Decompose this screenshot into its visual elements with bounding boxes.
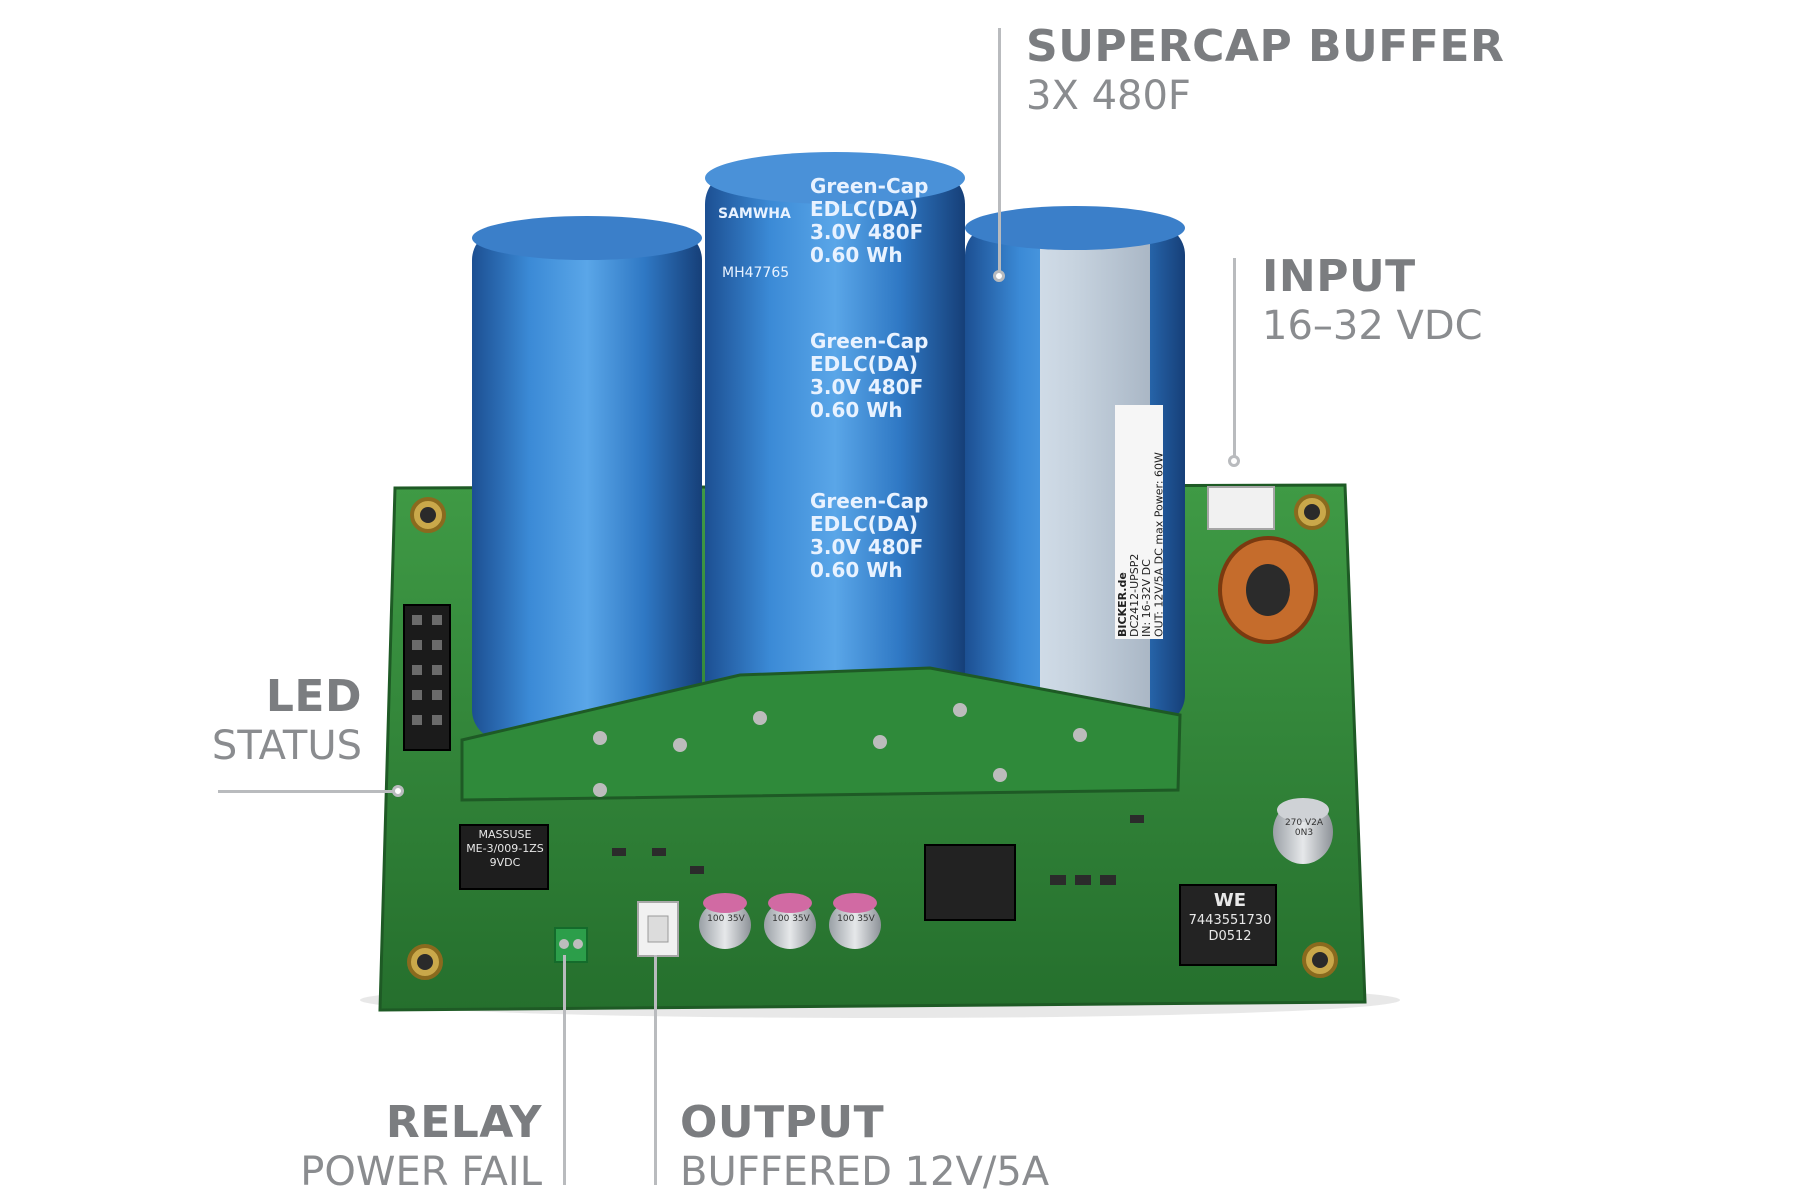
power-inductor-left — [924, 844, 1016, 921]
leader-supercap — [998, 28, 1001, 278]
cap-energy: 0.60 Wh — [810, 558, 903, 582]
electrolytic-caps — [699, 893, 881, 949]
led-header — [403, 604, 451, 751]
callout-supercap-title: SUPERCAP BUFFER — [1026, 21, 1505, 72]
cap-energy: 0.60 Wh — [810, 398, 903, 422]
inductor-part: 7443551730 — [1188, 912, 1272, 928]
callout-output: OUTPUT BUFFERED 12V/5A — [680, 1097, 1050, 1195]
cap-cert-1: MH47765 — [722, 265, 790, 281]
leader-led — [218, 790, 396, 793]
cap-center-text: Green-Cap EDLC(DA) 3.0V 480F 0.60 Wh — [810, 175, 960, 267]
callout-supercap: SUPERCAP BUFFER 3X 480F — [1026, 21, 1505, 119]
cap-center-text-3: Green-Cap EDLC(DA) 3.0V 480F 0.60 Wh — [810, 490, 960, 582]
callout-input-detail: 16–32 VDC — [1262, 302, 1483, 349]
cap-type: EDLC(DA) — [810, 512, 919, 536]
relay-model: ME-3/009-1ZS — [466, 841, 544, 855]
cap-brand: Green-Cap — [810, 174, 929, 198]
leader-input-dot — [1228, 455, 1240, 467]
relay-volt: 9VDC — [489, 855, 521, 869]
cap-type: EDLC(DA) — [810, 197, 919, 221]
callout-supercap-detail: 3X 480F — [1026, 72, 1191, 119]
callout-relay-title: RELAY — [385, 1097, 542, 1148]
callout-input: INPUT 16–32 VDC — [1262, 251, 1483, 349]
input-connector — [1207, 486, 1275, 530]
leader-input — [1233, 258, 1236, 458]
cap-rating: 3.0V 480F — [810, 535, 924, 559]
leader-supercap-dot — [993, 270, 1005, 282]
cap-rating: 3.0V 480F — [810, 220, 924, 244]
label-out: OUT: 12V/5A DC max Power: 60W — [1152, 452, 1166, 637]
cap-center-text-2: Green-Cap EDLC(DA) 3.0V 480F 0.60 Wh — [810, 330, 960, 422]
cap-brand: Green-Cap — [810, 329, 929, 353]
leader-output — [654, 955, 657, 1185]
relay-brand: MASSUSE — [478, 828, 532, 841]
callout-output-detail: BUFFERED 12V/5A — [680, 1148, 1050, 1195]
inductor-marking: WE 7443551730 D0512 — [1185, 890, 1275, 945]
leader-led-dot — [392, 785, 404, 797]
supercap-center — [705, 152, 965, 730]
cap-energy: 0.60 Wh — [810, 243, 903, 267]
elcap-marking-3: 100 35V — [837, 914, 875, 924]
relay-marking: MASSUSE ME-3/009-1ZS 9VDC — [463, 828, 547, 869]
callout-relay: RELAY POWER FAIL — [240, 1097, 542, 1195]
supercap-left — [472, 216, 702, 740]
elcap-marking-2: 100 35V — [772, 914, 810, 924]
callout-input-title: INPUT — [1262, 251, 1416, 302]
cap-type: EDLC(DA) — [810, 352, 919, 376]
cap-daughter-board — [460, 666, 1182, 802]
input-cap-marking: 270 V2A 0N3 — [1284, 818, 1324, 838]
callout-output-title: OUTPUT — [680, 1097, 885, 1148]
callout-led: LED STATUS — [150, 671, 362, 769]
callout-relay-detail: POWER FAIL — [300, 1148, 542, 1195]
inductor-code: D0512 — [1208, 928, 1252, 944]
cap-brand: Green-Cap — [810, 489, 929, 513]
inductor-brand: WE — [1213, 890, 1247, 911]
relay-component — [459, 824, 549, 890]
cap-maker-1: SAMWHA — [718, 206, 791, 222]
ups-label: BICKER.de DC2412-UPSP2 IN: 16-32V DC OUT… — [1115, 405, 1166, 639]
power-inductor-right — [1179, 884, 1277, 966]
elcap-marking-1: 100 35V — [707, 914, 745, 924]
leader-relay — [563, 955, 566, 1185]
cap-rating: 3.0V 480F — [810, 375, 924, 399]
callout-led-detail: STATUS — [211, 722, 362, 769]
callout-led-title: LED — [265, 671, 362, 722]
